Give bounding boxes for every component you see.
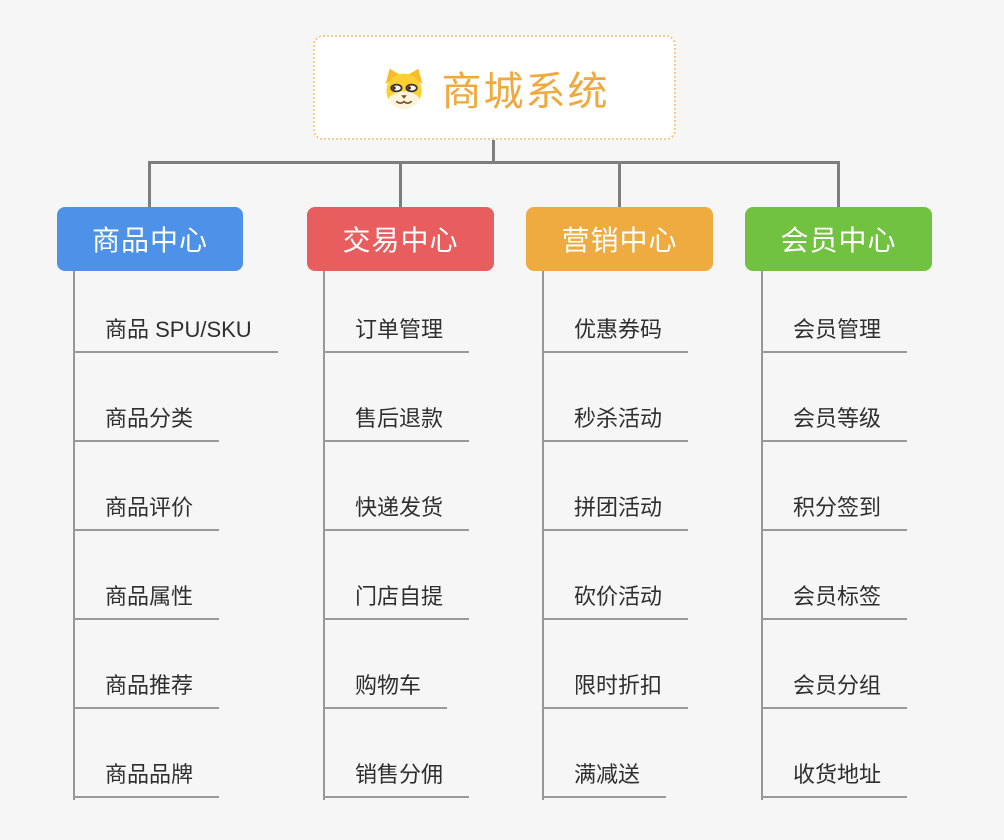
leaf-node[interactable]: 购物车 [323,665,448,709]
leaf-node[interactable]: 拼团活动 [542,487,689,531]
leaf-node[interactable]: 商品品牌 [73,754,220,798]
leaf-node[interactable]: 商品 SPU/SKU [73,309,278,353]
leaf-node[interactable]: 秒杀活动 [542,398,689,442]
connector-root-stem [492,140,495,163]
leaf-node[interactable]: 商品推荐 [73,665,220,709]
leaf-node[interactable]: 会员等级 [761,398,908,442]
leaf-node[interactable]: 门店自提 [323,576,470,620]
leaf-node[interactable]: 商品评价 [73,487,220,531]
connector-drop-member [837,161,840,208]
leaf-node[interactable]: 收货地址 [761,754,908,798]
branch-node-trade-center[interactable]: 交易中心 [307,207,494,271]
connector-column-product [73,271,75,800]
connector-drop-product [148,161,151,208]
leaf-node[interactable]: 砍价活动 [542,576,689,620]
leaf-node[interactable]: 会员管理 [761,309,908,353]
connector-drop-marketing [618,161,621,208]
leaf-node[interactable]: 优惠券码 [542,309,689,353]
leaf-node[interactable]: 商品分类 [73,398,220,442]
leaf-node[interactable]: 商品属性 [73,576,220,620]
branch-node-marketing-center[interactable]: 营销中心 [526,207,713,271]
connector-column-member [761,271,763,800]
connector-column-trade [323,271,325,800]
root-node[interactable]: 商城系统 [313,35,676,140]
leaf-node[interactable]: 售后退款 [323,398,470,442]
dog-face-icon [385,68,422,109]
root-label: 商城系统 [441,69,610,114]
leaf-node[interactable]: 订单管理 [323,309,470,353]
leaf-node[interactable]: 会员标签 [761,576,908,620]
leaf-node[interactable]: 满减送 [542,754,667,798]
leaf-node[interactable]: 销售分佣 [323,754,470,798]
connector-horizontal-bus [149,161,840,164]
leaf-node[interactable]: 快递发货 [323,487,470,531]
leaf-node[interactable]: 积分签到 [761,487,908,531]
connector-column-marketing [542,271,544,800]
connector-drop-trade [399,161,402,208]
leaf-node[interactable]: 会员分组 [761,665,908,709]
branch-node-product-center[interactable]: 商品中心 [57,207,243,271]
branch-node-member-center[interactable]: 会员中心 [745,207,932,271]
leaf-node[interactable]: 限时折扣 [542,665,689,709]
